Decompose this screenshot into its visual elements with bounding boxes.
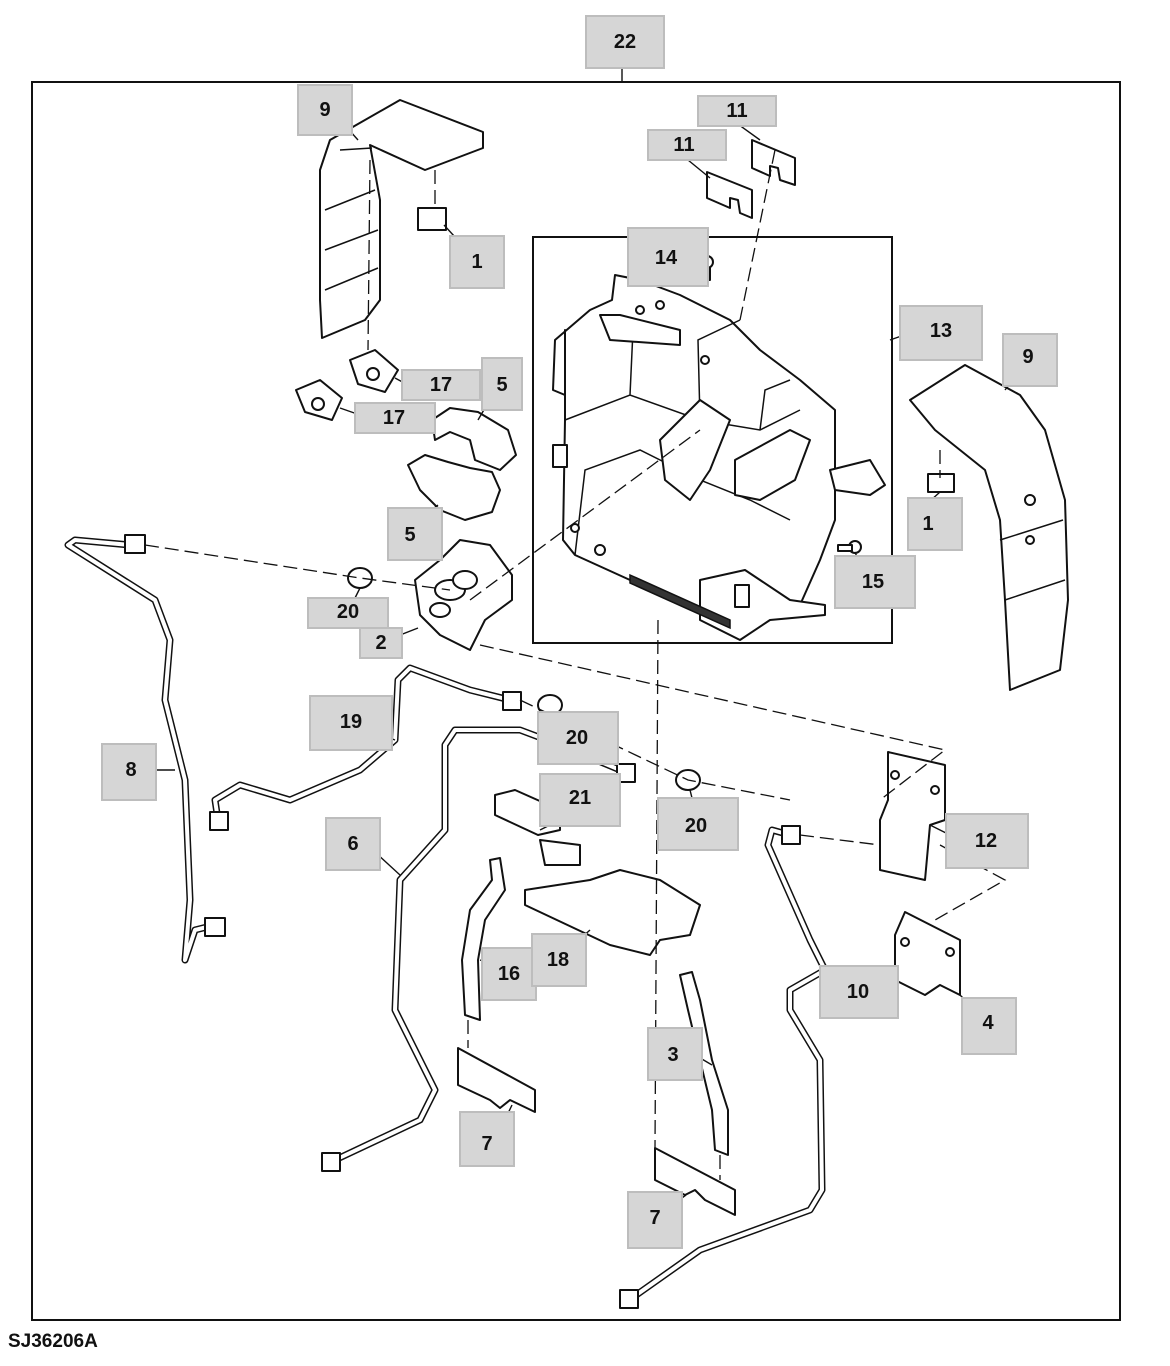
callout-10: 10	[819, 965, 899, 1019]
bracket-assembly-frame	[532, 236, 893, 644]
callout-9-left: 9	[297, 84, 353, 136]
svg-text:4: 4	[982, 1012, 994, 1034]
callout-3: 3	[647, 1027, 703, 1081]
callout-18: 18	[531, 933, 587, 987]
svg-text:6: 6	[347, 833, 358, 855]
svg-text:15: 15	[862, 571, 884, 593]
svg-text:17: 17	[383, 407, 405, 429]
callout-20-left: 20	[307, 597, 389, 629]
svg-text:9: 9	[1022, 346, 1033, 368]
figure-code: SJ36206A	[8, 1331, 98, 1352]
svg-text:16: 16	[498, 963, 520, 985]
svg-text:14: 14	[655, 247, 678, 269]
svg-text:20: 20	[685, 815, 707, 837]
flex-strip-16	[461, 857, 506, 1021]
clip-nut-parts	[295, 349, 399, 421]
svg-text:13: 13	[930, 320, 952, 342]
svg-text:7: 7	[649, 1207, 660, 1229]
pipe-19	[209, 664, 522, 831]
svg-text:7: 7	[481, 1133, 492, 1155]
right-shield-part	[909, 364, 1069, 691]
callout-1-right: 1	[907, 497, 963, 551]
svg-text:17: 17	[430, 374, 452, 396]
svg-text:5: 5	[404, 524, 415, 546]
svg-text:9: 9	[319, 99, 330, 121]
callout-19: 19	[309, 695, 393, 751]
assembly-lines	[144, 149, 1007, 1180]
callout-13: 13	[899, 305, 983, 361]
fitting-parts	[347, 567, 701, 791]
callout-17-bottom: 17	[354, 402, 436, 434]
svg-text:1: 1	[471, 251, 482, 273]
pipe-8	[64, 534, 226, 964]
svg-text:10: 10	[847, 981, 869, 1003]
callout-17-top: 17	[401, 369, 481, 401]
shim-parts	[706, 139, 796, 219]
callout-16: 16	[481, 947, 537, 1001]
left-shield-part	[319, 99, 484, 339]
main-bracket-part	[552, 274, 886, 641]
callout-4: 4	[961, 997, 1017, 1055]
svg-text:18: 18	[547, 949, 569, 971]
callout-21: 21	[539, 773, 621, 827]
svg-text:20: 20	[566, 727, 588, 749]
callout-5-top: 5	[481, 357, 523, 411]
callout-11-lower: 11	[647, 129, 727, 161]
callout-5-bottom: 5	[387, 507, 443, 561]
pipe-10	[619, 825, 829, 1309]
callout-14: 14	[627, 227, 709, 287]
callout-8: 8	[101, 743, 157, 801]
svg-text:5: 5	[496, 374, 507, 396]
svg-text:1: 1	[922, 513, 933, 535]
svg-text:20: 20	[337, 601, 359, 623]
svg-text:22: 22	[614, 31, 636, 53]
svg-text:21: 21	[569, 787, 591, 809]
callout-11-top: 11	[697, 95, 777, 127]
callout-22: 22	[585, 15, 665, 69]
svg-text:12: 12	[975, 830, 997, 852]
callout-15: 15	[834, 555, 916, 609]
callout-6: 6	[325, 817, 381, 871]
callout-2: 2	[359, 627, 403, 659]
diagram-frame	[31, 81, 1121, 1321]
svg-text:8: 8	[125, 759, 136, 781]
callout-7-right: 7	[627, 1191, 683, 1249]
callout-20-right: 20	[657, 797, 739, 851]
pad-parts	[457, 1047, 736, 1216]
callout-9-right: 9	[1002, 333, 1058, 387]
svg-text:11: 11	[726, 100, 747, 122]
callout-1-left: 1	[449, 235, 505, 289]
svg-text:19: 19	[340, 711, 362, 733]
cover-plate-part	[894, 911, 961, 996]
callout-12: 12	[945, 813, 1029, 869]
manifold-block-part	[414, 539, 513, 651]
svg-text:11: 11	[673, 134, 694, 156]
mount-bracket-part	[879, 751, 946, 881]
svg-text:2: 2	[375, 632, 386, 654]
callout-7-left: 7	[459, 1111, 515, 1167]
callout-20-middle: 20	[537, 711, 619, 765]
clamp-parts	[407, 407, 517, 521]
leader-lines	[150, 68, 1018, 1209]
svg-text:3: 3	[667, 1044, 678, 1066]
